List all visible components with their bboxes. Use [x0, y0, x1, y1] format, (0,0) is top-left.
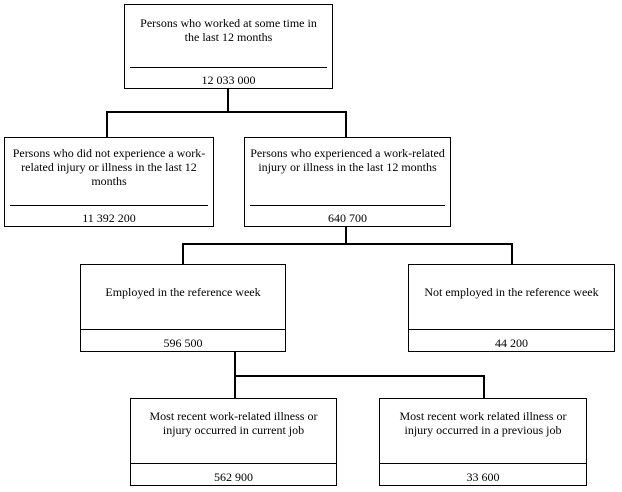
node-value: 640 700	[328, 211, 367, 225]
node-label: Persons who worked at some time in the l…	[140, 16, 317, 44]
node-divider	[130, 67, 327, 68]
node-label: Not employed in the reference week	[424, 285, 599, 299]
node-divider	[409, 329, 614, 330]
node-no-injury: Persons who did not experience a work-re…	[4, 137, 214, 227]
connector-to-current-job	[234, 375, 236, 399]
node-value: 11 392 200	[82, 211, 136, 225]
node-divider	[10, 205, 208, 206]
node-previous-job: Most recent work related illness or inju…	[379, 398, 587, 486]
connector-to-not-employed	[511, 243, 513, 265]
connector-to-previous-job	[483, 375, 485, 399]
connector-to-employed	[182, 243, 184, 265]
node-value: 33 600	[466, 470, 500, 484]
connector-to-injury	[345, 111, 347, 137]
node-value: 562 900	[214, 470, 253, 484]
node-label: Persons who experienced a work-related i…	[250, 146, 445, 174]
node-injury: Persons who experienced a work-related i…	[244, 137, 451, 227]
connector-injury-down	[345, 226, 347, 244]
node-employed: Employed in the reference week 596 500	[80, 264, 286, 352]
node-divider	[380, 463, 586, 464]
connector-level3-horizontal	[234, 375, 484, 377]
node-worked-last-12-months: Persons who worked at some time in the l…	[124, 4, 333, 89]
connector-level1-horizontal	[106, 111, 346, 113]
node-divider	[131, 463, 336, 464]
node-not-employed: Not employed in the reference week 44 20…	[408, 264, 615, 352]
node-divider	[250, 205, 445, 206]
node-divider	[81, 329, 285, 330]
node-label: Employed in the reference week	[105, 285, 261, 299]
node-current-job: Most recent work-related illness or inju…	[130, 398, 337, 486]
connector-employed-down	[234, 351, 236, 376]
node-label: Persons who did not experience a work-re…	[12, 146, 206, 188]
connector-to-no-injury	[106, 111, 108, 137]
connector-level2-horizontal	[182, 243, 512, 245]
node-value: 596 500	[163, 336, 203, 350]
node-value: 12 033 000	[201, 73, 256, 87]
node-value: 44 200	[495, 336, 528, 350]
node-label: Most recent work-related illness or inju…	[149, 409, 318, 437]
node-label: Most recent work related illness or inju…	[399, 409, 567, 437]
connector-root-down	[227, 88, 229, 112]
